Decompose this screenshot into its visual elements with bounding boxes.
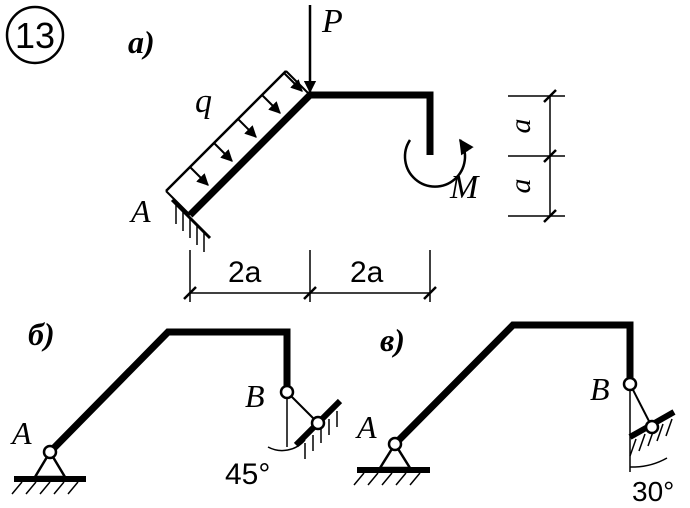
- problem-number-badge: 13: [5, 5, 65, 65]
- diagram-v-label-A: A: [355, 409, 377, 445]
- diagram-a-dim-left: 2a: [228, 256, 262, 289]
- diagram-v-caption: в): [380, 322, 405, 358]
- diagram-b-pin-support-A: [11, 444, 86, 495]
- diagram-a-vertical-dimension: [508, 89, 565, 223]
- diagram-a: а) q P M A: [128, 3, 565, 302]
- diagram-b-link-support-B: [267, 384, 343, 459]
- diagram-b-angle-label: 45°: [225, 458, 270, 491]
- diagram-a-caption: а): [128, 24, 155, 60]
- diagram-a-label-A: A: [129, 193, 151, 229]
- diagram-v-angle-label: 30°: [632, 476, 674, 507]
- diagram-a-label-q: q: [195, 83, 212, 120]
- diagram-a-dim-v-upper: a: [504, 119, 537, 134]
- diagram-v: в) A B 30°: [353, 321, 676, 507]
- problem-number: 13: [15, 15, 55, 56]
- diagram-v-frame: [392, 321, 634, 447]
- diagram-a-label-P: P: [321, 3, 343, 40]
- diagram-v-label-B: B: [590, 371, 610, 407]
- diagram-b: б) A B 45°: [10, 316, 343, 495]
- diagram-a-fixed-support: [170, 198, 212, 252]
- diagram-b-frame: [47, 328, 291, 455]
- diagram-a-horizontal-dimension: [183, 250, 437, 302]
- diagram-b-label-B: B: [245, 378, 265, 414]
- diagram-b-label-A: A: [10, 415, 32, 451]
- diagram-a-distributed-load: [165, 70, 311, 216]
- diagram-a-frame: [187, 91, 434, 218]
- problem-number-circle: [5, 5, 65, 65]
- diagram-b-caption: б): [28, 316, 55, 352]
- diagram-a-label-M: M: [449, 169, 480, 206]
- diagram-v-link-support-B: [622, 376, 676, 472]
- diagram-a-dim-right: 2a: [350, 256, 384, 289]
- diagram-v-pin-support-A: [353, 436, 430, 486]
- diagram-a-dim-v-lower: a: [504, 179, 537, 194]
- diagram-a-moment-arrow: [403, 138, 474, 188]
